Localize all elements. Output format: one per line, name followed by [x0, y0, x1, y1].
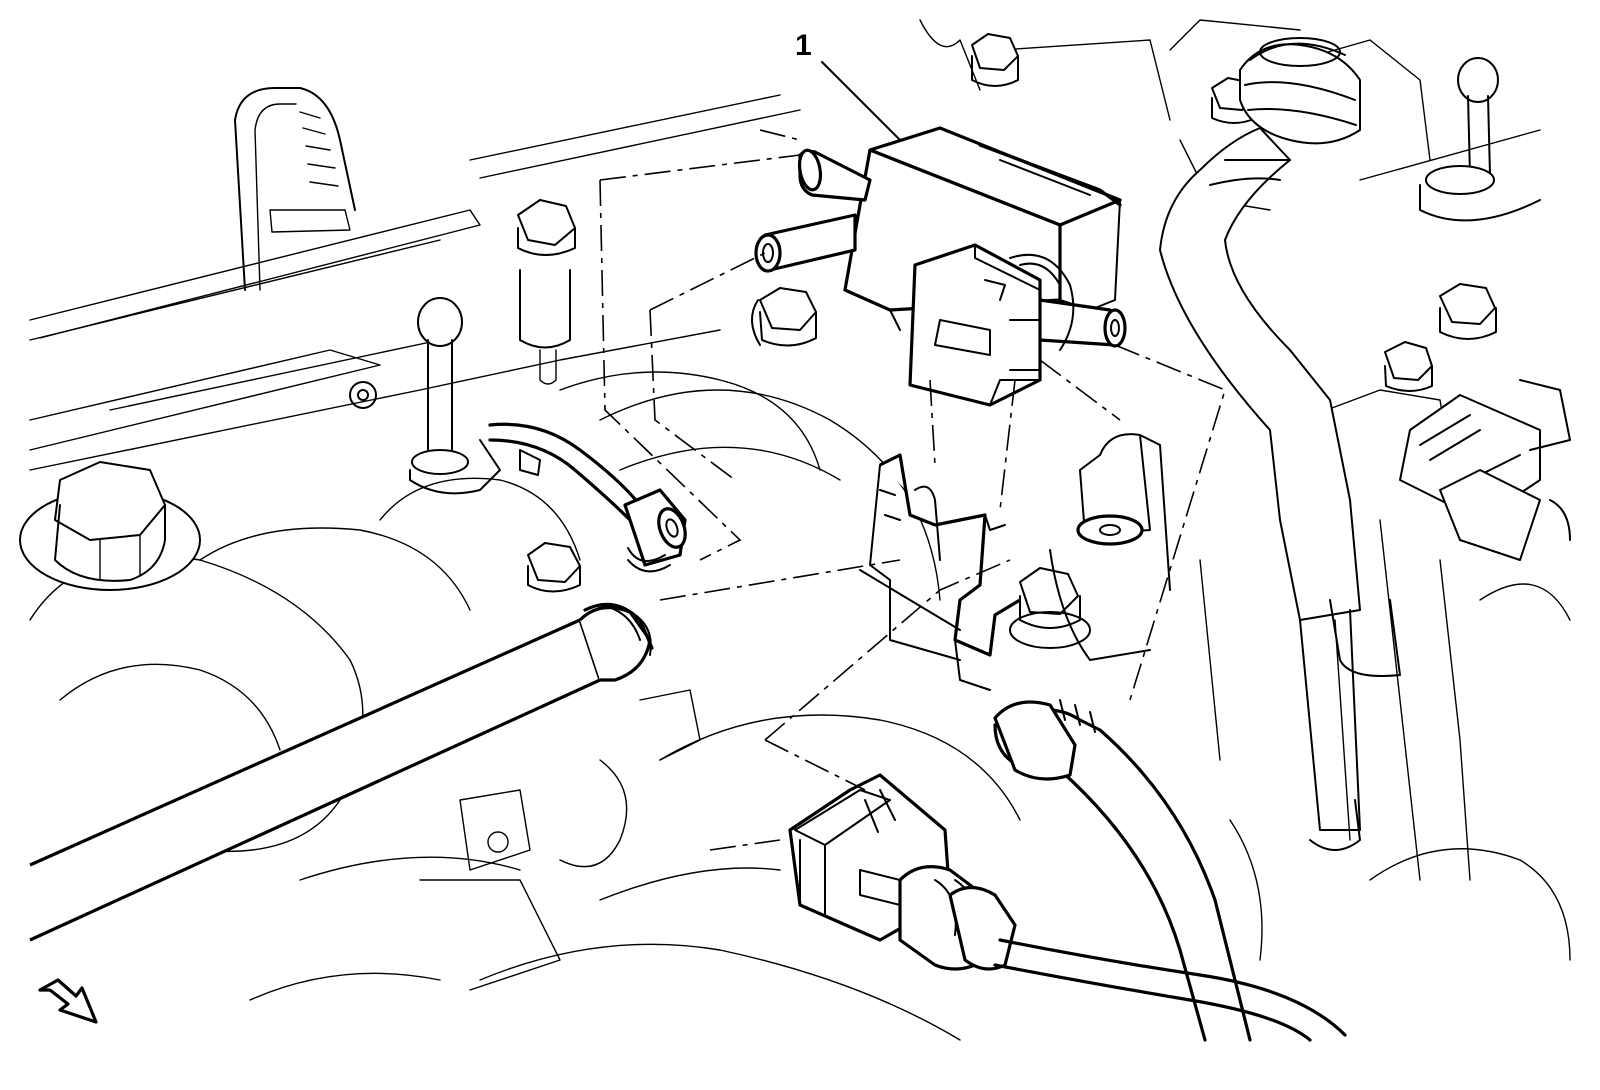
evap-purge-solenoid-valve [754, 126, 1127, 407]
callout-1: 1 [795, 29, 901, 141]
bolt-bracket [1009, 567, 1091, 649]
mounting-bracket [859, 453, 1021, 691]
small-hose-clamp [488, 422, 687, 573]
lower-left-long-hose [29, 602, 654, 942]
bolt-lower-center [527, 542, 581, 593]
exploded-view-dashed-lines [599, 129, 1226, 851]
ball-stud-right [1419, 57, 1541, 222]
bolt-right-lower [1384, 341, 1433, 392]
view-direction-arrow-icon [38, 978, 98, 1024]
lower-electrical-connector [788, 773, 1017, 971]
bolt-right [1439, 283, 1497, 340]
oil-filler-cap [19, 461, 201, 591]
upper-right-hose [1159, 37, 1401, 851]
callout-label: 1 [795, 29, 812, 62]
bolt-top [971, 33, 1019, 87]
bolts [19, 33, 1497, 649]
right-edge-connectors [1399, 379, 1571, 561]
lower-harness-wires [993, 699, 1347, 1042]
center-hose-with-clamp [1049, 433, 1171, 661]
ball-studs [409, 57, 1541, 495]
engine-background-structure [29, 19, 1571, 1041]
bolt-upper-left [517, 199, 576, 385]
ball-stud-left [409, 297, 501, 495]
bolt-center [751, 287, 817, 347]
